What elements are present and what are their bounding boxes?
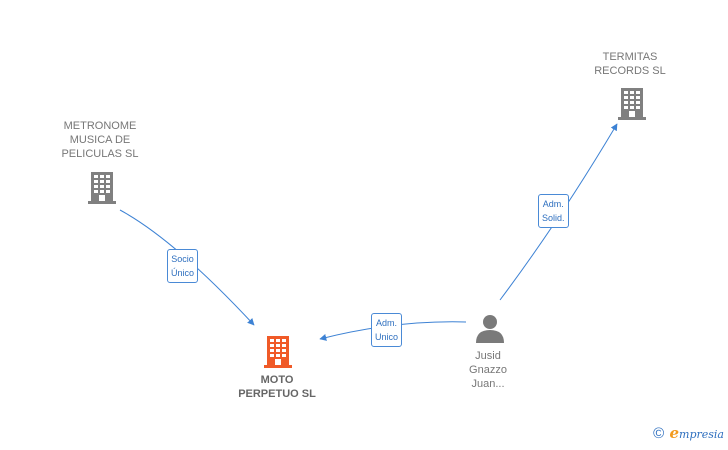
- node-label-line: TERMITAS: [602, 51, 658, 63]
- node-label-jusid[interactable]: Jusid Gnazzo Juan...: [450, 349, 526, 391]
- node-label-line: RECORDS SL: [594, 65, 666, 77]
- empresia-logo-text: mpresia: [679, 428, 724, 441]
- building-icon-moto: [264, 336, 292, 368]
- copyright-symbol: ©: [653, 425, 665, 442]
- empresia-brand[interactable]: © empresia: [653, 424, 724, 442]
- person-icon-jusid: [476, 315, 504, 343]
- node-label-line: Juan...: [471, 378, 505, 390]
- edge-label-adm-unico[interactable]: Adm. Unico: [371, 313, 403, 347]
- edge-label-line: Adm.: [376, 318, 398, 328]
- node-label-metronome[interactable]: METRONOME MUSICA DE PELICULAS SL: [52, 119, 148, 161]
- edge-label-line: Unico: [375, 332, 399, 342]
- node-label-line: MOTO: [260, 374, 294, 386]
- edge-label-line: Socio: [171, 254, 194, 264]
- building-icon-metronome: [88, 172, 116, 204]
- node-label-line: PELICULAS SL: [61, 148, 139, 160]
- edge-label-socio-unico[interactable]: Socio Único: [167, 249, 199, 283]
- node-label-line: PERPETUO SL: [238, 388, 316, 400]
- building-icon-termitas: [618, 88, 646, 120]
- edge-label-adm-solid[interactable]: Adm. Solid.: [538, 194, 569, 228]
- node-label-line: Gnazzo: [469, 364, 507, 376]
- node-label-moto[interactable]: MOTO PERPETUO SL: [222, 373, 332, 401]
- edge-label-line: Adm.: [542, 199, 564, 209]
- empresia-logo-e: e: [669, 424, 680, 442]
- edge-label-line: Único: [171, 268, 195, 278]
- node-label-line: MUSICA DE: [69, 134, 131, 146]
- node-label-line: Jusid: [475, 350, 501, 362]
- edge-label-line: Solid.: [542, 213, 565, 223]
- node-label-line: METRONOME: [63, 120, 137, 132]
- node-label-termitas[interactable]: TERMITAS RECORDS SL: [582, 50, 678, 78]
